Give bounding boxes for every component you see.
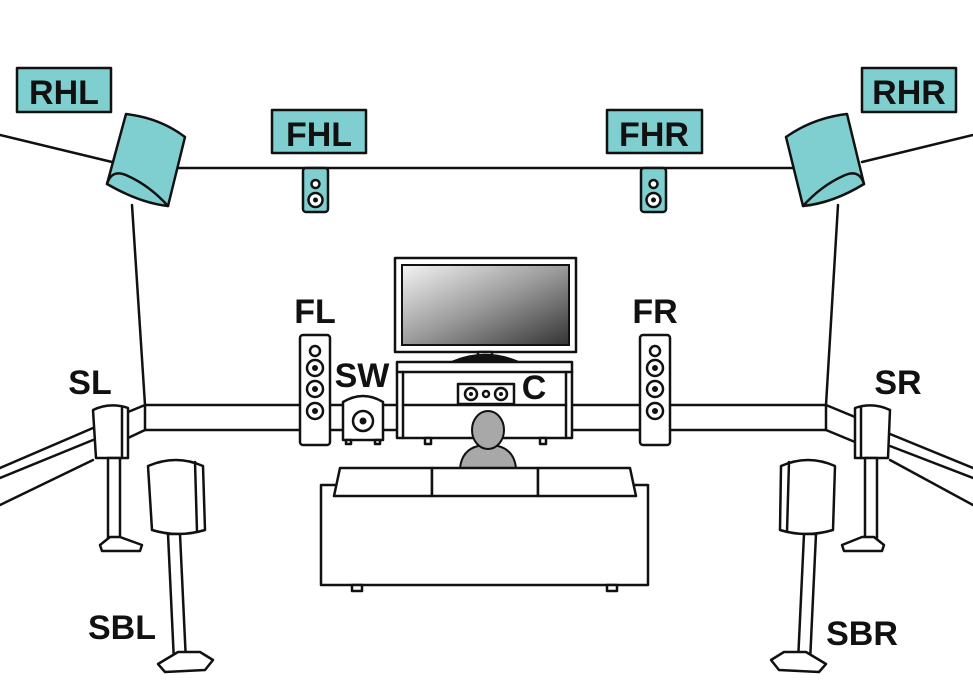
subwoofer <box>341 394 385 446</box>
fhr-speaker <box>639 166 668 214</box>
svg-text:RHR: RHR <box>872 74 946 112</box>
label-rhr: RHR <box>860 66 958 114</box>
label-sbl: SBL <box>88 609 156 647</box>
sofa <box>319 466 650 593</box>
svg-text:FHL: FHL <box>286 116 352 154</box>
listener <box>458 410 518 469</box>
sr-speaker <box>840 404 892 553</box>
label-sbr: SBR <box>826 615 898 653</box>
svg-text:RHL: RHL <box>29 74 99 112</box>
label-rhl: RHL <box>15 66 113 114</box>
sl-speaker <box>91 404 144 553</box>
label-sl: SL <box>68 364 111 402</box>
label-c: C <box>522 369 547 407</box>
label-fl: FL <box>294 293 336 331</box>
fr-speaker <box>638 333 672 447</box>
center-speaker <box>456 382 516 406</box>
sbl-speaker <box>146 458 215 674</box>
label-sw: SW <box>335 357 391 395</box>
label-fhr: FHR <box>605 108 704 155</box>
label-sr: SR <box>874 364 921 402</box>
fl-speaker <box>298 333 332 447</box>
fhl-speaker <box>301 166 330 214</box>
svg-text:FHR: FHR <box>619 116 689 154</box>
label-fhl: FHL <box>270 108 368 155</box>
rhl-speaker <box>105 112 187 208</box>
rhr-speaker <box>784 112 866 208</box>
label-fr: FR <box>632 293 677 331</box>
sbr-speaker <box>769 458 837 674</box>
tv <box>393 256 578 364</box>
